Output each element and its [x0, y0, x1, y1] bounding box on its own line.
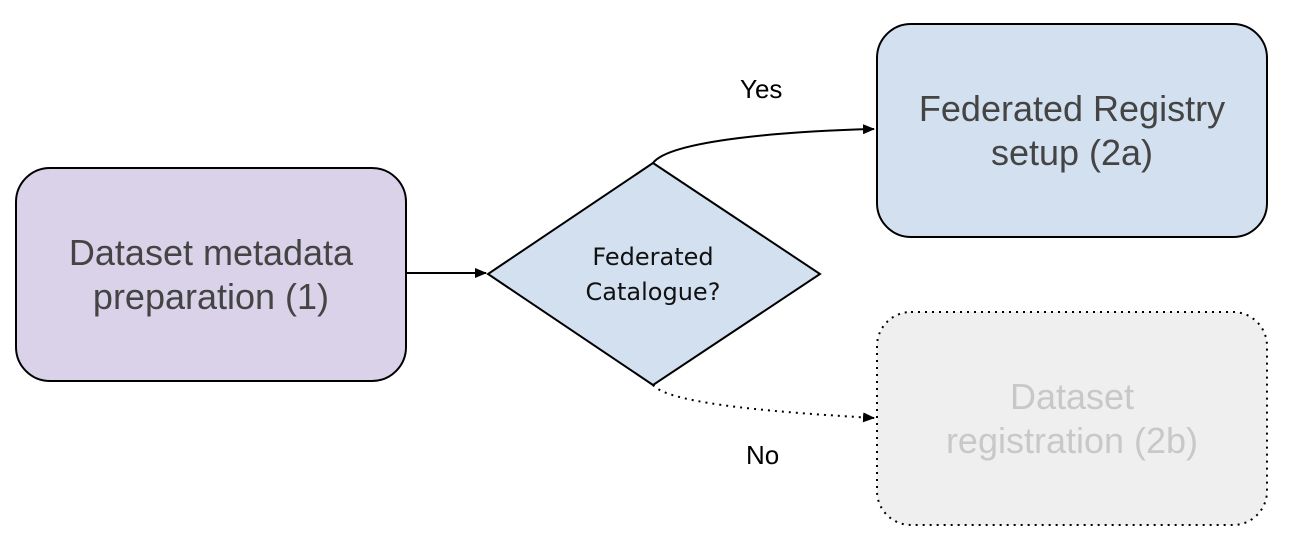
edge-yes-to-registry [652, 124, 875, 164]
decision-node-line1: Federated [592, 243, 714, 272]
registration-node-label: Dataset registration (2b) [877, 312, 1267, 525]
edge-no-to-registration [652, 384, 875, 423]
decision-node-line2: Catalogue? [585, 278, 721, 306]
registry-node-label: Federated Registry setup (2a) [877, 24, 1267, 237]
registration-node-line2: registration (2b) [945, 419, 1199, 461]
decision-node-label: Federated Catalogue? [520, 230, 786, 320]
node-federated-registry-setup [876, 23, 1268, 238]
start-node-line1: Dataset metadata [68, 232, 354, 274]
registry-node-line2: setup (2a) [990, 131, 1154, 173]
start-node-line2: preparation (1) [92, 275, 330, 317]
registration-node-line1: Dataset [1009, 376, 1135, 418]
registry-node-line1: Federated Registry [918, 88, 1226, 130]
node-dataset-registration [876, 311, 1268, 526]
edge-label-no: No [746, 440, 780, 470]
node-dataset-metadata-preparation [15, 167, 407, 382]
start-node-label: Dataset metadata preparation (1) [16, 168, 406, 381]
edge-label-yes: Yes [740, 74, 783, 104]
